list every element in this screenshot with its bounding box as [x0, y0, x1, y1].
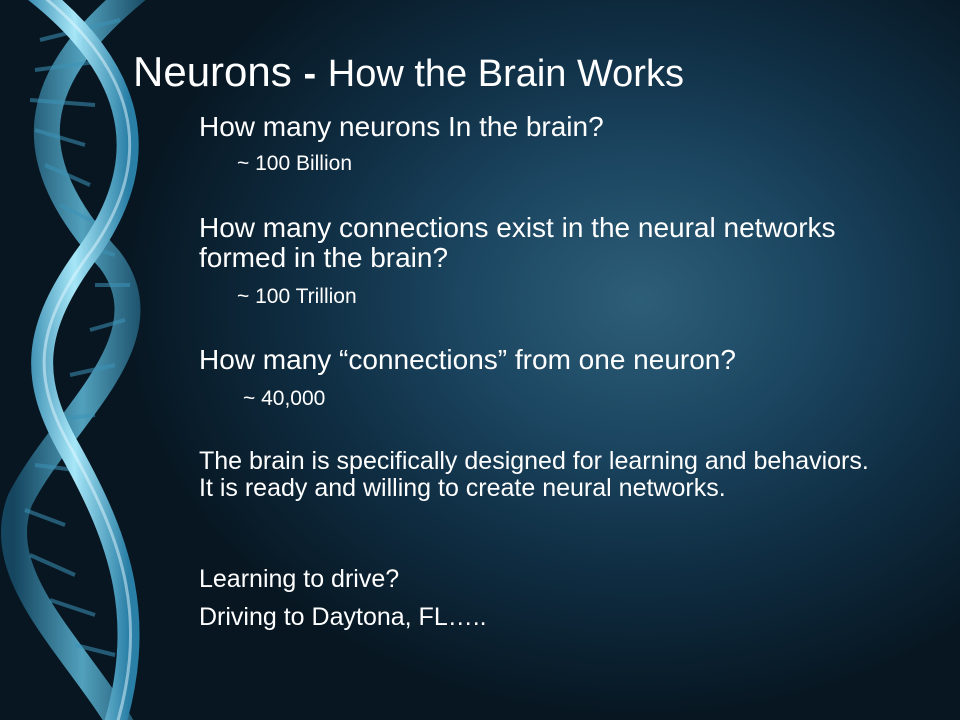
learning-to-drive-line: Learning to drive?	[199, 565, 400, 593]
question-connections: How many connections exist in the neural…	[199, 212, 836, 273]
answer-connections-per-neuron: ~ 40,000	[243, 387, 326, 410]
question-neurons: How many neurons In the brain?	[199, 111, 604, 142]
helix-front-highlight	[42, 0, 133, 720]
driving-to-daytona-line: Driving to Daytona, FL…..	[199, 603, 487, 631]
helix-front-strand	[28, 0, 140, 720]
slide-title: Neurons - How the Brain Works	[133, 46, 933, 100]
brain-learning-paragraph: The brain is specifically designed for l…	[199, 447, 869, 502]
question-connections-per-neuron: How many “connections” from one neuron?	[199, 344, 736, 375]
answer-connections: ~ 100 Trillion	[237, 285, 357, 308]
answer-neurons: ~ 100 Billion	[237, 152, 352, 175]
dna-helix-decoration	[1, 0, 146, 720]
title-separator: -	[303, 53, 317, 95]
title-main: Neurons	[133, 48, 292, 95]
title-subtitle: How the Brain Works	[327, 53, 684, 95]
